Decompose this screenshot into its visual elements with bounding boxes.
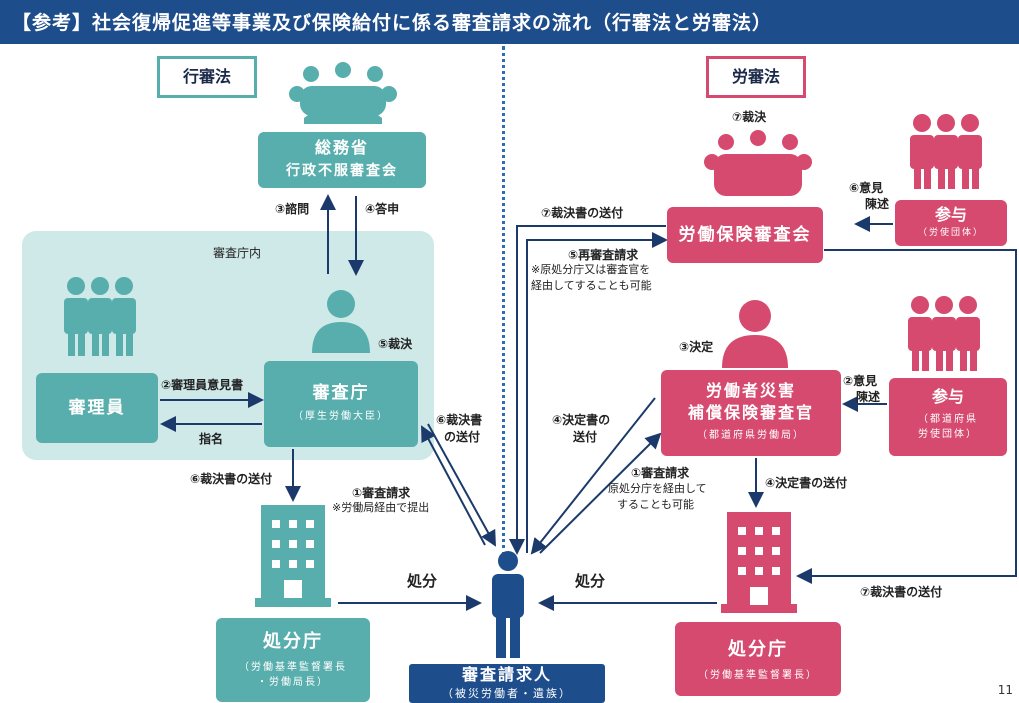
shinsacho-box: 審査庁 （厚生労働大臣） [264, 361, 418, 447]
label-ikensho: ②審理員意見書 [161, 378, 244, 392]
note-shinsa-right-1: 原処分庁を経由して [608, 482, 707, 495]
claimant-title: 審査請求人 [461, 665, 552, 684]
arrow-saishinsa [526, 232, 668, 553]
label-chinjutsu-6: 陳述 [865, 197, 890, 211]
shinsacho-sub: （厚生労働大臣） [293, 411, 389, 422]
label-kettei: ③決定 [679, 340, 714, 354]
label-shobun-right: 処分 [575, 572, 606, 590]
label-send-6a: ⑥裁決書の送付 [190, 472, 273, 486]
label-iken-6: ⑥意見 [849, 181, 884, 195]
building-icon-teal [255, 505, 331, 607]
arrow-send-7 [509, 225, 666, 555]
label-kettei-send-1: ④決定書の [552, 413, 611, 427]
sanyo2-sub1: （都道府県 [918, 414, 978, 425]
gyoshinho-label: 行審法 [157, 56, 257, 98]
sanyo1-sub: （労使団体） [917, 228, 984, 238]
sanyo2-box: 参与 （都道府県 労使団体） [889, 378, 1007, 456]
label-saishinsa: ⑤再審査請求 [568, 248, 639, 262]
shinsacho-title: 審査庁 [312, 383, 370, 403]
sanyo-group-icon-1 [910, 114, 982, 189]
roshinho-label: 労審法 [706, 56, 806, 98]
shobuncho-left-sub2: ・労働局長） [257, 677, 329, 688]
shobuncho-right-title: 処分庁 [728, 639, 788, 660]
sanyo1-title: 参与 [934, 205, 967, 224]
shobuncho-left-title: 処分庁 [263, 631, 323, 652]
shinriin-box: 審理員 [36, 373, 158, 443]
label-shimon: ③諮問 [275, 202, 310, 216]
soumu-box: 総務省 行政不服審査会 [258, 132, 426, 188]
arrow-send-6b [421, 425, 486, 546]
examiner-title2: 補償保険審査官 [687, 403, 814, 422]
page-number: 11 [997, 683, 1013, 697]
sanyo2-sub2: 労使団体） [918, 429, 978, 440]
arrow-shinsa-1-right [539, 432, 662, 554]
examiner-sub: （都道府県労働局） [697, 430, 805, 441]
claimant-person-icon [492, 551, 524, 658]
person-icon-pink [722, 300, 788, 368]
label-send-7b: ⑦裁決書の送付 [860, 585, 943, 599]
label-shobun-left: 処分 [407, 572, 438, 590]
examiner-box: 労働者災害 補償保険審査官 （都道府県労働局） [661, 370, 841, 456]
examiner-title1: 労働者災害 [705, 381, 796, 400]
shinriin-group-icon [64, 277, 136, 356]
label-chinjutsu-2: 陳述 [856, 390, 881, 404]
label-shinsa-right: ①審査請求 [631, 466, 690, 480]
note-shinsa-left: ※労働局経由で提出 [332, 501, 430, 514]
shobuncho-left-sub1: （労働基準監督署長 [239, 662, 347, 673]
label-kettei-4: ④決定書の送付 [765, 476, 848, 490]
shobuncho-right-box: 処分庁 （労働基準監督署長） [675, 622, 841, 696]
soumu-title: 総務省 [314, 138, 369, 157]
label-saiketsu-right: ⑦裁決 [732, 110, 767, 124]
arrow-send-7b [796, 249, 1017, 584]
label-send-6b-2: の送付 [444, 430, 481, 444]
shobuncho-left-box: 処分庁 （労働基準監督署長 ・労働局長） [216, 618, 370, 702]
shobuncho-right-sub: （労働基準監督署長） [698, 670, 818, 681]
area-label: 審査庁内 [213, 246, 262, 260]
label-send-7: ⑦裁決書の送付 [541, 206, 624, 220]
label-iken-2: ②意見 [843, 374, 878, 388]
label-send-6b-1: ⑥裁決書 [436, 413, 483, 427]
person-icon-teal [312, 290, 370, 353]
claimant-box: 審査請求人 （被災労働者・遺族） [409, 664, 605, 703]
sanyo1-box: 参与 （労使団体） [895, 200, 1007, 246]
label-toshin: ④答申 [365, 202, 400, 216]
claimant-sub: （被災労働者・遺族） [442, 687, 572, 700]
label-shimei: 指名 [199, 432, 224, 446]
note-shinsa-right-2: することも可能 [617, 498, 694, 511]
arrow-shinsa-1 [427, 423, 496, 547]
label-saiketsu-left: ⑤裁決 [378, 337, 413, 351]
building-icon-pink [721, 512, 797, 613]
sanyo-group-icon-2 [908, 296, 980, 371]
page-title: 【参考】社会復帰促進等事業及び保険給付に係る審査請求の流れ（行審法と労審法） [0, 0, 1019, 44]
label-shinsa-left: ①審査請求 [352, 486, 411, 500]
arrow-kettei-send [530, 397, 656, 555]
council-people-icon [289, 62, 397, 124]
soumu-sub: 行政不服審査会 [286, 163, 398, 179]
council-people-icon-right [704, 130, 812, 196]
sanyo2-title: 参与 [931, 387, 964, 406]
note-saishinsa-1: ※原処分庁又は審査官を [531, 263, 651, 276]
label-kettei-send-2: 送付 [573, 430, 598, 444]
note-saishinsa-2: 経由してすることも可能 [531, 279, 652, 292]
center-divider [502, 46, 505, 556]
council-box: 労働保険審査会 [667, 207, 823, 263]
